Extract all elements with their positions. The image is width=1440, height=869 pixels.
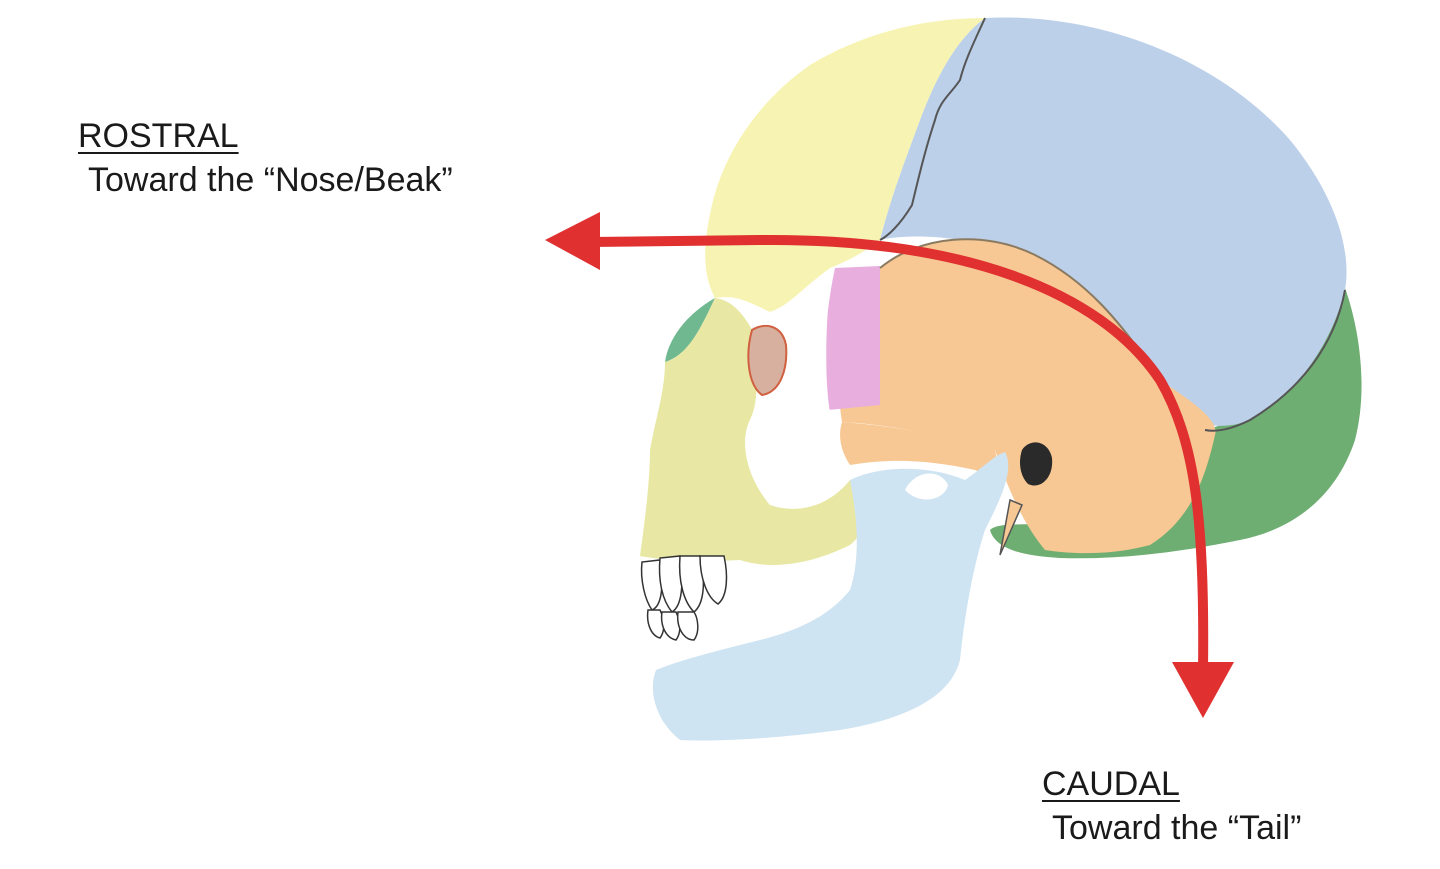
rostral-label: ROSTRAL Toward the “Nose/Beak”: [78, 114, 453, 202]
rostral-description: Toward the “Nose/Beak”: [88, 161, 453, 199]
rostral-term: ROSTRAL: [78, 117, 239, 155]
mandible-bone: [652, 452, 1009, 741]
mandibular-notch: [905, 473, 948, 500]
direction-arrow-curve: [585, 234, 1209, 675]
zygomatic-bone: [840, 422, 997, 474]
occipital-bone: [990, 288, 1362, 559]
external-ear-canal: [1020, 442, 1053, 486]
sphenoid-bone: [824, 266, 880, 410]
caudal-term: CAUDAL: [1042, 765, 1180, 803]
temporal-bone: [838, 239, 1216, 554]
maxilla-bone: [640, 298, 868, 565]
teeth: [640, 555, 728, 641]
squamosal-suture: [879, 238, 1161, 381]
lacrimal-bone: [747, 324, 788, 397]
caudal-description: Toward the “Tail”: [1052, 809, 1302, 847]
caudal-arrowhead: [1172, 662, 1234, 718]
styloid-process: [999, 498, 1023, 556]
coronal-suture: [879, 17, 986, 241]
rostral-arrowhead: [545, 212, 600, 270]
lambdoid-suture: [1204, 289, 1346, 432]
caudal-label: CAUDAL Toward the “Tail”: [1042, 762, 1301, 850]
nasal-bone: [665, 298, 715, 362]
parietal-bone: [880, 17, 1347, 426]
